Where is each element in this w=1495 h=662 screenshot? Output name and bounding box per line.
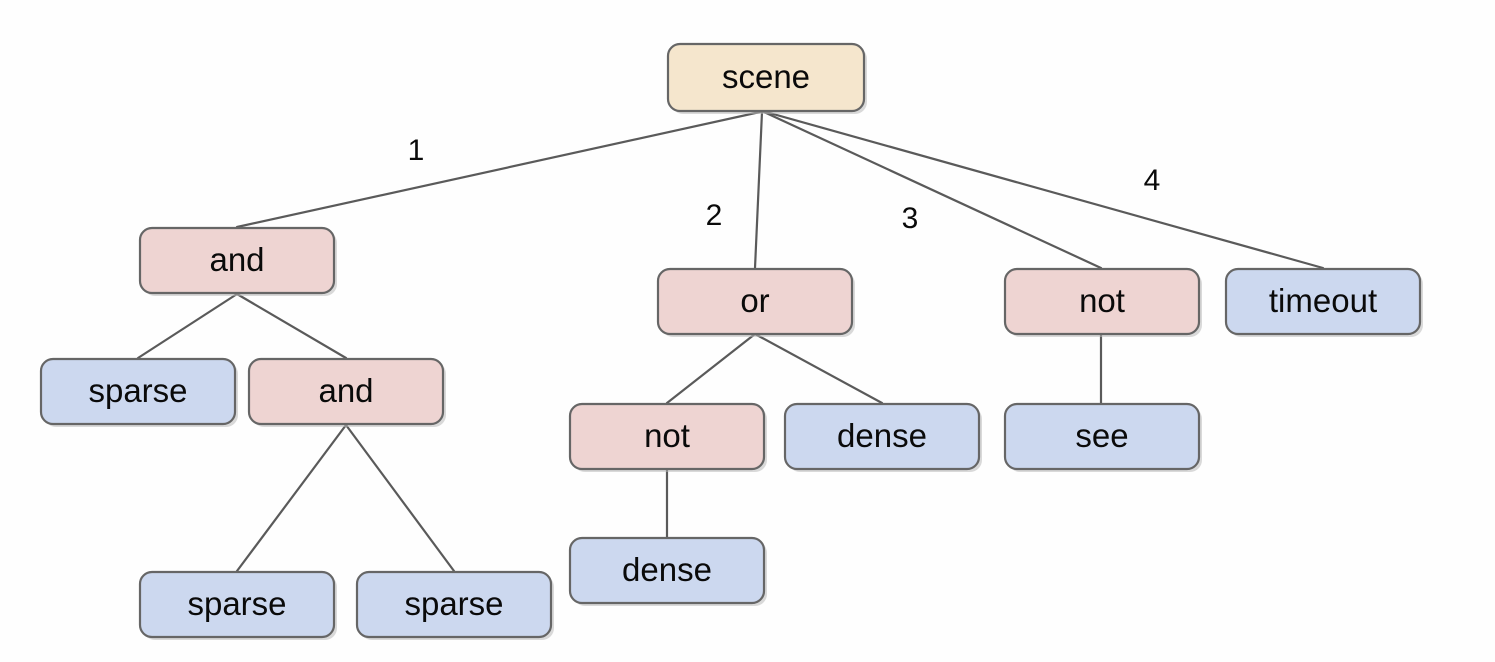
tree-node-see[interactable]: see: [1003, 402, 1202, 472]
tree-edge-or1-to-dense1: [753, 332, 884, 405]
edge-label-4: 4: [1144, 164, 1161, 197]
node-label-not_m: not: [644, 417, 690, 454]
node-label-sparse3: sparse: [404, 585, 503, 622]
edges-layer: [136, 110, 1325, 573]
tree-node-timeout[interactable]: timeout: [1224, 267, 1423, 337]
node-label-or1: or: [740, 282, 769, 319]
edge-label-3: 3: [902, 202, 919, 235]
tree-node-sparse3[interactable]: sparse: [355, 570, 554, 640]
tree-edge-scene-to-timeout: [764, 110, 1325, 270]
node-label-see: see: [1075, 417, 1128, 454]
node-box-scene[interactable]: [666, 42, 866, 113]
node-label-sparse1: sparse: [88, 372, 187, 409]
tree-node-dense2[interactable]: dense: [568, 536, 767, 606]
tree-edge-or1-to-not_m: [665, 332, 757, 405]
nodes-layer: scene and or not timeout sparse and not dense see…: [39, 42, 1423, 640]
node-box-dense2[interactable]: [568, 536, 766, 605]
tree-edge-and2-to-sparse3: [344, 423, 456, 573]
node-label-and1: and: [209, 241, 264, 278]
node-box-sparse1[interactable]: [39, 357, 237, 426]
tree-edge-and1-to-and2: [235, 292, 348, 360]
node-box-not_m[interactable]: [568, 402, 766, 471]
node-label-timeout: timeout: [1269, 282, 1377, 319]
node-box-timeout[interactable]: [1224, 267, 1422, 336]
node-label-sparse2: sparse: [187, 585, 286, 622]
tree-node-or1[interactable]: or: [656, 267, 855, 337]
tree-node-and2[interactable]: and: [247, 357, 446, 427]
node-box-sparse3[interactable]: [355, 570, 553, 639]
node-box-sparse2[interactable]: [138, 570, 336, 639]
tree-edge-scene-to-not_r: [762, 110, 1103, 270]
node-box-or1[interactable]: [656, 267, 854, 336]
tree-node-and1[interactable]: and: [138, 226, 337, 296]
tree-edge-scene-to-or1: [753, 110, 764, 270]
edge-label-2: 2: [706, 199, 723, 232]
node-box-see[interactable]: [1003, 402, 1201, 471]
node-label-not_r: not: [1079, 282, 1125, 319]
node-box-and1[interactable]: [138, 226, 336, 295]
node-label-and2: and: [318, 372, 373, 409]
node-box-dense1[interactable]: [783, 402, 981, 471]
tree-edge-and1-to-sparse1: [136, 292, 239, 360]
tree-edge-scene-to-and1: [235, 110, 762, 229]
tree-node-not_m[interactable]: not: [568, 402, 767, 472]
node-label-dense2: dense: [622, 551, 712, 588]
tree-node-sparse1[interactable]: sparse: [39, 357, 238, 427]
node-box-and2[interactable]: [247, 357, 445, 426]
tree-edge-and2-to-sparse2: [235, 423, 348, 573]
edge-labels-layer: 1 2 3 4: [408, 134, 1161, 235]
node-box-not_r[interactable]: [1003, 267, 1201, 336]
edge-label-1: 1: [408, 134, 425, 167]
node-label-scene: scene: [722, 58, 810, 95]
tree-node-sparse2[interactable]: sparse: [138, 570, 337, 640]
tree-node-not_r[interactable]: not: [1003, 267, 1202, 337]
node-label-dense1: dense: [837, 417, 927, 454]
tree-node-scene[interactable]: scene: [666, 42, 867, 114]
tree-node-dense1[interactable]: dense: [783, 402, 982, 472]
